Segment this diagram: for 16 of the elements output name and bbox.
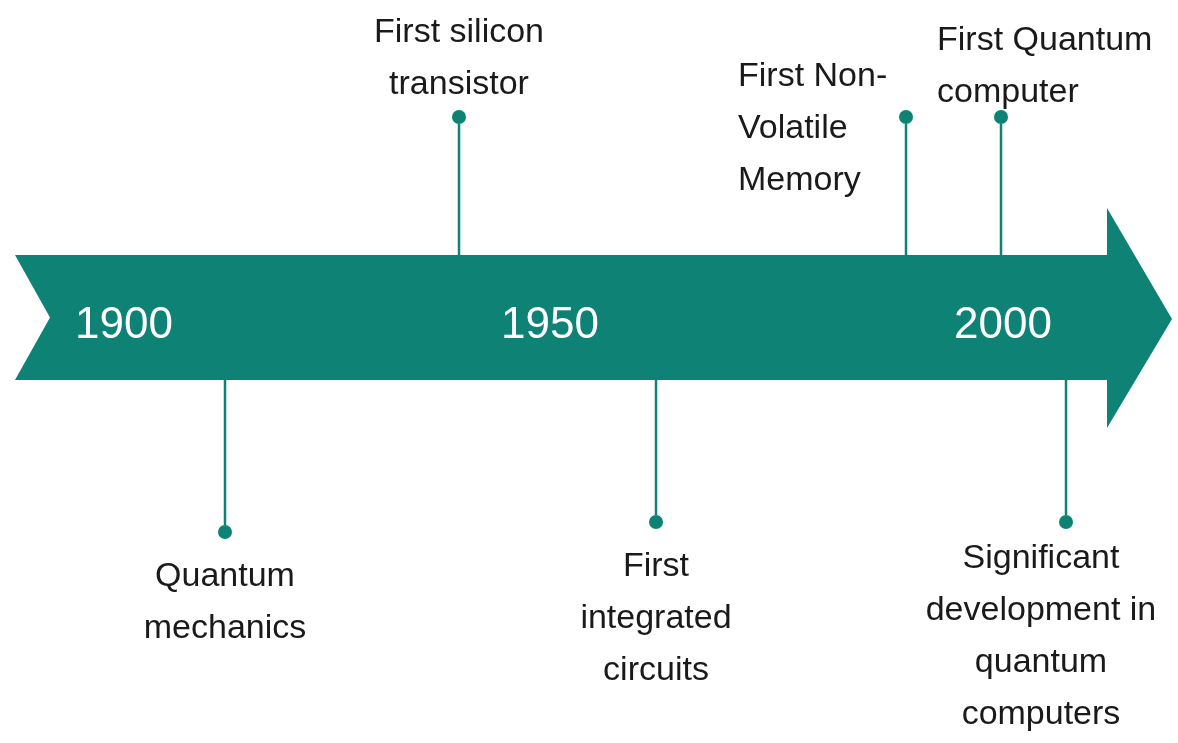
- year-label: 1950: [501, 297, 599, 348]
- event-label: Quantum mechanics: [142, 554, 308, 647]
- leader-line: [999, 124, 1003, 255]
- leader-line: [223, 380, 227, 525]
- event-label: First Quantum computer: [937, 18, 1154, 111]
- event-label: Significant development in quantum computers: [924, 536, 1158, 733]
- timeline-arrow: [15, 208, 1172, 428]
- event-label: First Non-Volatile Memory: [738, 54, 889, 199]
- leader-line: [654, 380, 658, 515]
- year-label: 2000: [954, 297, 1052, 348]
- event-label: First integrated circuits: [579, 544, 733, 689]
- year-label: 1900: [75, 297, 173, 348]
- leader-line: [1064, 380, 1068, 515]
- leader-line: [457, 124, 461, 255]
- event-label: First silicon transistor: [373, 10, 545, 103]
- leader-line: [904, 124, 908, 255]
